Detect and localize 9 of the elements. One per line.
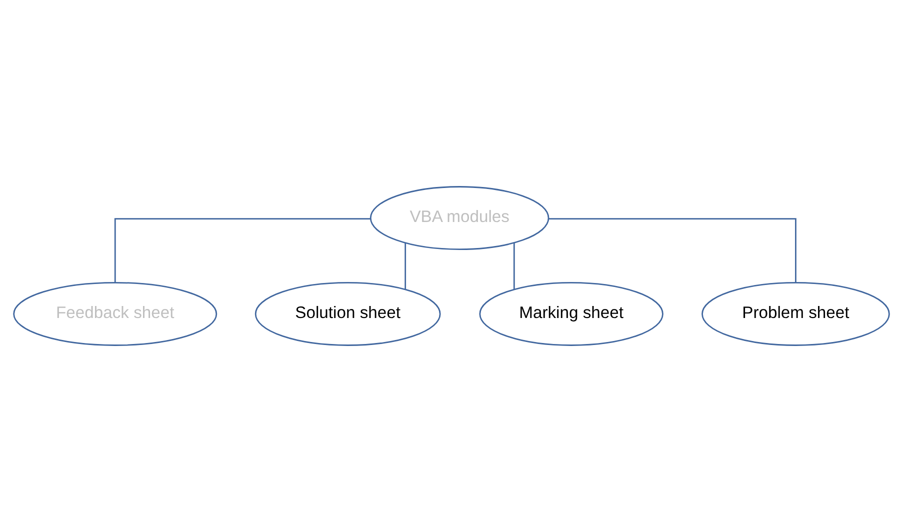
node-ellipse: Solution sheet xyxy=(254,281,441,346)
node-ellipse: VBA modules xyxy=(370,186,550,250)
node-ellipse: Marking sheet xyxy=(479,281,664,346)
connector xyxy=(548,218,796,282)
connector xyxy=(114,218,370,282)
connector xyxy=(513,242,515,289)
connector xyxy=(404,242,406,289)
node-ellipse: Feedback sheet xyxy=(13,281,218,346)
node-ellipse: Problem sheet xyxy=(702,281,890,346)
